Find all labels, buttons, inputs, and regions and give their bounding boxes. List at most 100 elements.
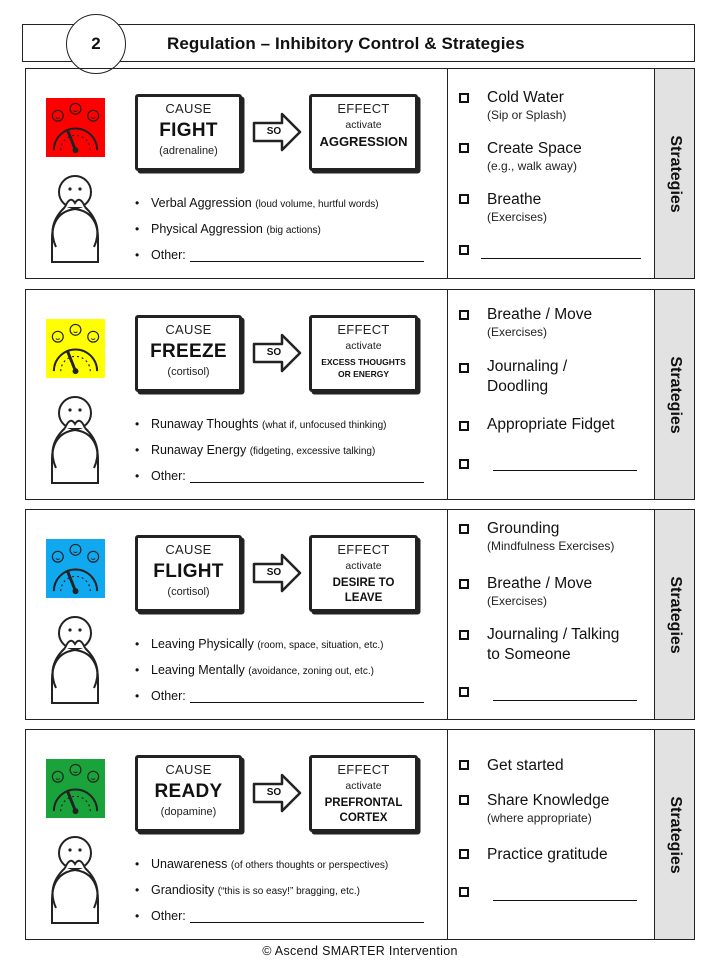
other-blank-line[interactable]	[189, 248, 424, 262]
effect-label: EFFECT	[337, 762, 390, 777]
cause-hormone: (dopamine)	[160, 806, 217, 818]
person-hands-on-mouth-icon	[51, 396, 99, 484]
strategies-tab: Strategies	[654, 730, 694, 939]
cause-box: CAUSE FLIGHT (cortisol)	[135, 535, 242, 612]
cause-label: CAUSE	[165, 542, 212, 557]
strategy-blank-line[interactable]	[493, 900, 637, 901]
arrow-right-icon	[252, 112, 302, 152]
effect-result: EXCESS THOUGHTS OR ENERGY	[321, 357, 406, 379]
effect-box: EFFECT activate PREFRONTAL CORTEX	[309, 755, 418, 832]
strategy-item: Cold Water (Sip or Splash)	[487, 89, 567, 122]
cause-hormone: (cortisol)	[167, 366, 210, 378]
effect-box: EFFECT activate EXCESS THOUGHTS OR ENERG…	[309, 315, 418, 392]
list-item: Runaway Energy (fidgeting, excessive tal…	[135, 438, 435, 464]
strategy-blank-line[interactable]	[481, 258, 641, 259]
effects-list: Unawareness (of others thoughts or persp…	[135, 852, 435, 928]
checkbox[interactable]	[459, 245, 469, 255]
effect-result: PREFRONTAL CORTEX	[324, 797, 403, 824]
cause-effect-panel: CAUSE FIGHT (adrenaline) SO EFFECT activ…	[26, 69, 448, 278]
gauge-icon-yellow	[46, 319, 105, 378]
cause-label: CAUSE	[165, 101, 212, 116]
cause-effect-panel: CAUSE FREEZE (cortisol) SO EFFECT activa…	[26, 290, 448, 499]
effects-list: Runaway Thoughts (what if, unfocused thi…	[135, 412, 435, 488]
effect-result: AGGRESSION	[319, 134, 408, 149]
checkbox[interactable]	[459, 143, 469, 153]
effect-label: EFFECT	[337, 101, 390, 116]
strategy-item: Breathe / Move (Exercises)	[487, 575, 593, 608]
other-item: Other:	[135, 243, 435, 267]
checkbox[interactable]	[459, 363, 469, 373]
cause-word: FLIGHT	[153, 561, 224, 582]
strategy-item: Get started	[487, 757, 564, 774]
person-hands-on-mouth-icon	[51, 175, 99, 263]
checkbox[interactable]	[459, 579, 469, 589]
cause-effect-panel: CAUSE READY (dopamine) SO EFFECT activat…	[26, 730, 448, 939]
arrow-right-icon	[252, 553, 302, 593]
header-bar	[22, 24, 695, 62]
other-item: Other:	[135, 904, 435, 928]
strategies-panel: Cold Water (Sip or Splash) Create Space …	[448, 69, 654, 278]
gauge-icon-red	[46, 98, 105, 157]
cause-hormone: (adrenaline)	[159, 145, 218, 157]
strategy-blank-line[interactable]	[493, 470, 637, 471]
so-label: SO	[266, 126, 282, 137]
strategy-item: Journaling / Doodling	[487, 358, 568, 395]
checkbox[interactable]	[459, 93, 469, 103]
effect-label: EFFECT	[337, 322, 390, 337]
so-label: SO	[266, 787, 282, 798]
cause-label: CAUSE	[165, 322, 212, 337]
checkbox[interactable]	[459, 459, 469, 469]
other-blank-line[interactable]	[189, 469, 424, 483]
effect-activate: activate	[345, 119, 382, 131]
checkbox[interactable]	[459, 760, 469, 770]
checkbox[interactable]	[459, 849, 469, 859]
tab-label: Strategies	[666, 355, 684, 434]
cause-box: CAUSE FREEZE (cortisol)	[135, 315, 242, 392]
effect-box: EFFECT activate DESIRE TO LEAVE	[309, 535, 418, 612]
person-hands-on-mouth-icon	[51, 616, 99, 704]
gauge-icon-blue	[46, 539, 105, 598]
card-ready: CAUSE READY (dopamine) SO EFFECT activat…	[25, 729, 695, 940]
effects-list: Leaving Physically (room, space, situati…	[135, 632, 435, 708]
strategy-blank-line[interactable]	[493, 700, 637, 701]
tab-label: Strategies	[666, 575, 684, 654]
list-item: Runaway Thoughts (what if, unfocused thi…	[135, 412, 435, 438]
checkbox[interactable]	[459, 524, 469, 534]
arrow-right-icon	[252, 333, 302, 373]
cause-word: FIGHT	[159, 120, 218, 141]
effect-result: DESIRE TO LEAVE	[332, 577, 395, 604]
effect-label: EFFECT	[337, 542, 390, 557]
strategy-item: Practice gratitude	[487, 846, 608, 863]
tab-label: Strategies	[666, 134, 684, 213]
other-blank-line[interactable]	[189, 689, 424, 703]
checkbox[interactable]	[459, 421, 469, 431]
strategy-item: Grounding (Mindfulness Exercises)	[487, 520, 615, 553]
cause-box: CAUSE FIGHT (adrenaline)	[135, 94, 242, 171]
arrow-right-icon	[252, 773, 302, 813]
card-fight: CAUSE FIGHT (adrenaline) SO EFFECT activ…	[25, 68, 695, 279]
other-item: Other:	[135, 464, 435, 488]
strategies-tab: Strategies	[654, 290, 694, 499]
list-item: Physical Aggression (big actions)	[135, 217, 435, 243]
so-label: SO	[266, 347, 282, 358]
checkbox[interactable]	[459, 795, 469, 805]
card-flight: CAUSE FLIGHT (cortisol) SO EFFECT activa…	[25, 509, 695, 720]
checkbox[interactable]	[459, 887, 469, 897]
strategy-item: Journaling / Talking to Someone	[487, 626, 620, 663]
list-item: Grandiosity (“this is so easy!” bragging…	[135, 878, 435, 904]
checkbox[interactable]	[459, 630, 469, 640]
strategy-item: Breathe (Exercises)	[487, 191, 548, 224]
page-title: Regulation – Inhibitory Control & Strate…	[167, 34, 525, 53]
cause-word: FREEZE	[150, 341, 227, 362]
tab-label: Strategies	[666, 795, 684, 874]
strategies-panel: Grounding (Mindfulness Exercises) Breath…	[448, 510, 654, 719]
footer-copyright: © Ascend SMARTER Intervention	[262, 944, 458, 958]
card-freeze: CAUSE FREEZE (cortisol) SO EFFECT activa…	[25, 289, 695, 500]
checkbox[interactable]	[459, 687, 469, 697]
gauge-icon-green	[46, 759, 105, 818]
checkbox[interactable]	[459, 194, 469, 204]
checkbox[interactable]	[459, 310, 469, 320]
other-blank-line[interactable]	[189, 909, 424, 923]
list-item: Unawareness (of others thoughts or persp…	[135, 852, 435, 878]
strategy-item: Create Space (e.g., walk away)	[487, 140, 582, 173]
